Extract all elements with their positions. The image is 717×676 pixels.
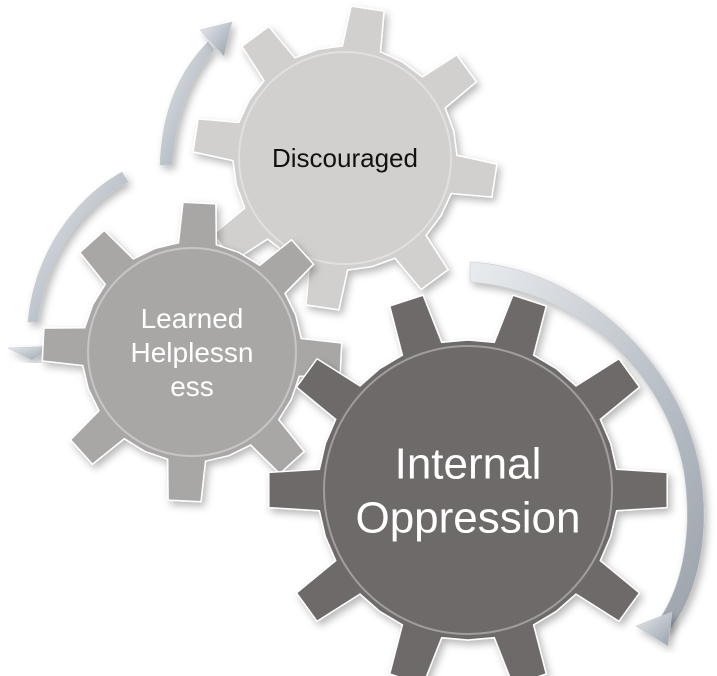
arrow-to-discouraged: [159, 21, 233, 166]
gear-label-line: Discouraged: [272, 143, 418, 173]
gear-hub: [87, 247, 297, 457]
gear-label-line: Helplessn: [131, 337, 254, 368]
gear-hub: [238, 51, 452, 265]
gear-discouraged: Discouraged: [192, 5, 498, 311]
gear-label: Discouraged: [272, 143, 418, 173]
gear-hub: [323, 345, 613, 635]
cycle-arrows: [7, 21, 705, 647]
gear-label-line: ess: [170, 371, 214, 402]
gear-label-line: Internal: [395, 439, 542, 488]
arrow-to-internal-oppression: [469, 261, 705, 647]
gear-label-line: Oppression: [355, 493, 580, 542]
gear-label-line: Learned: [141, 303, 244, 334]
